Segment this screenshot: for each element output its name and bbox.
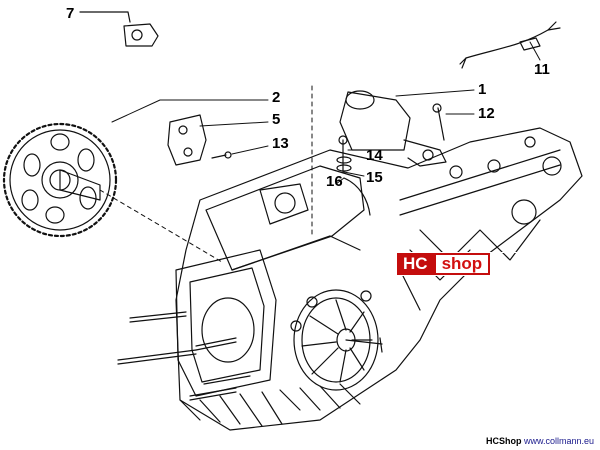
bracket-part bbox=[167, 114, 207, 166]
callout-13: 13 bbox=[272, 135, 289, 152]
callout-7: 7 bbox=[66, 5, 75, 22]
wiring-harness bbox=[459, 21, 561, 69]
callout-1: 1 bbox=[478, 81, 487, 98]
callout-15: 15 bbox=[366, 169, 383, 186]
hcshop-badge: HC shop bbox=[396, 252, 522, 276]
screw-13 bbox=[211, 151, 232, 159]
bolt-12 bbox=[432, 103, 445, 141]
callout-11: 11 bbox=[534, 61, 550, 78]
badge-hc-text: HC bbox=[397, 253, 434, 275]
callout-12: 12 bbox=[478, 105, 495, 122]
callout-16: 16 bbox=[326, 173, 343, 190]
leader-lines bbox=[99, 85, 313, 263]
sprocket-gear bbox=[2, 122, 118, 238]
callout-5: 5 bbox=[272, 111, 281, 128]
badge-shop-text: shop bbox=[433, 253, 491, 275]
callout-2: 2 bbox=[272, 89, 281, 106]
footer-credit: HCShop www.collmann.eu bbox=[486, 436, 594, 446]
footer-brand: HCShop bbox=[485, 436, 522, 446]
callout-leaders bbox=[79, 11, 541, 185]
starter-motor bbox=[339, 90, 447, 167]
callout-14: 14 bbox=[366, 147, 383, 164]
footer-site-link[interactable]: www.collmann.eu bbox=[523, 436, 594, 446]
sensor-part bbox=[79, 11, 159, 47]
